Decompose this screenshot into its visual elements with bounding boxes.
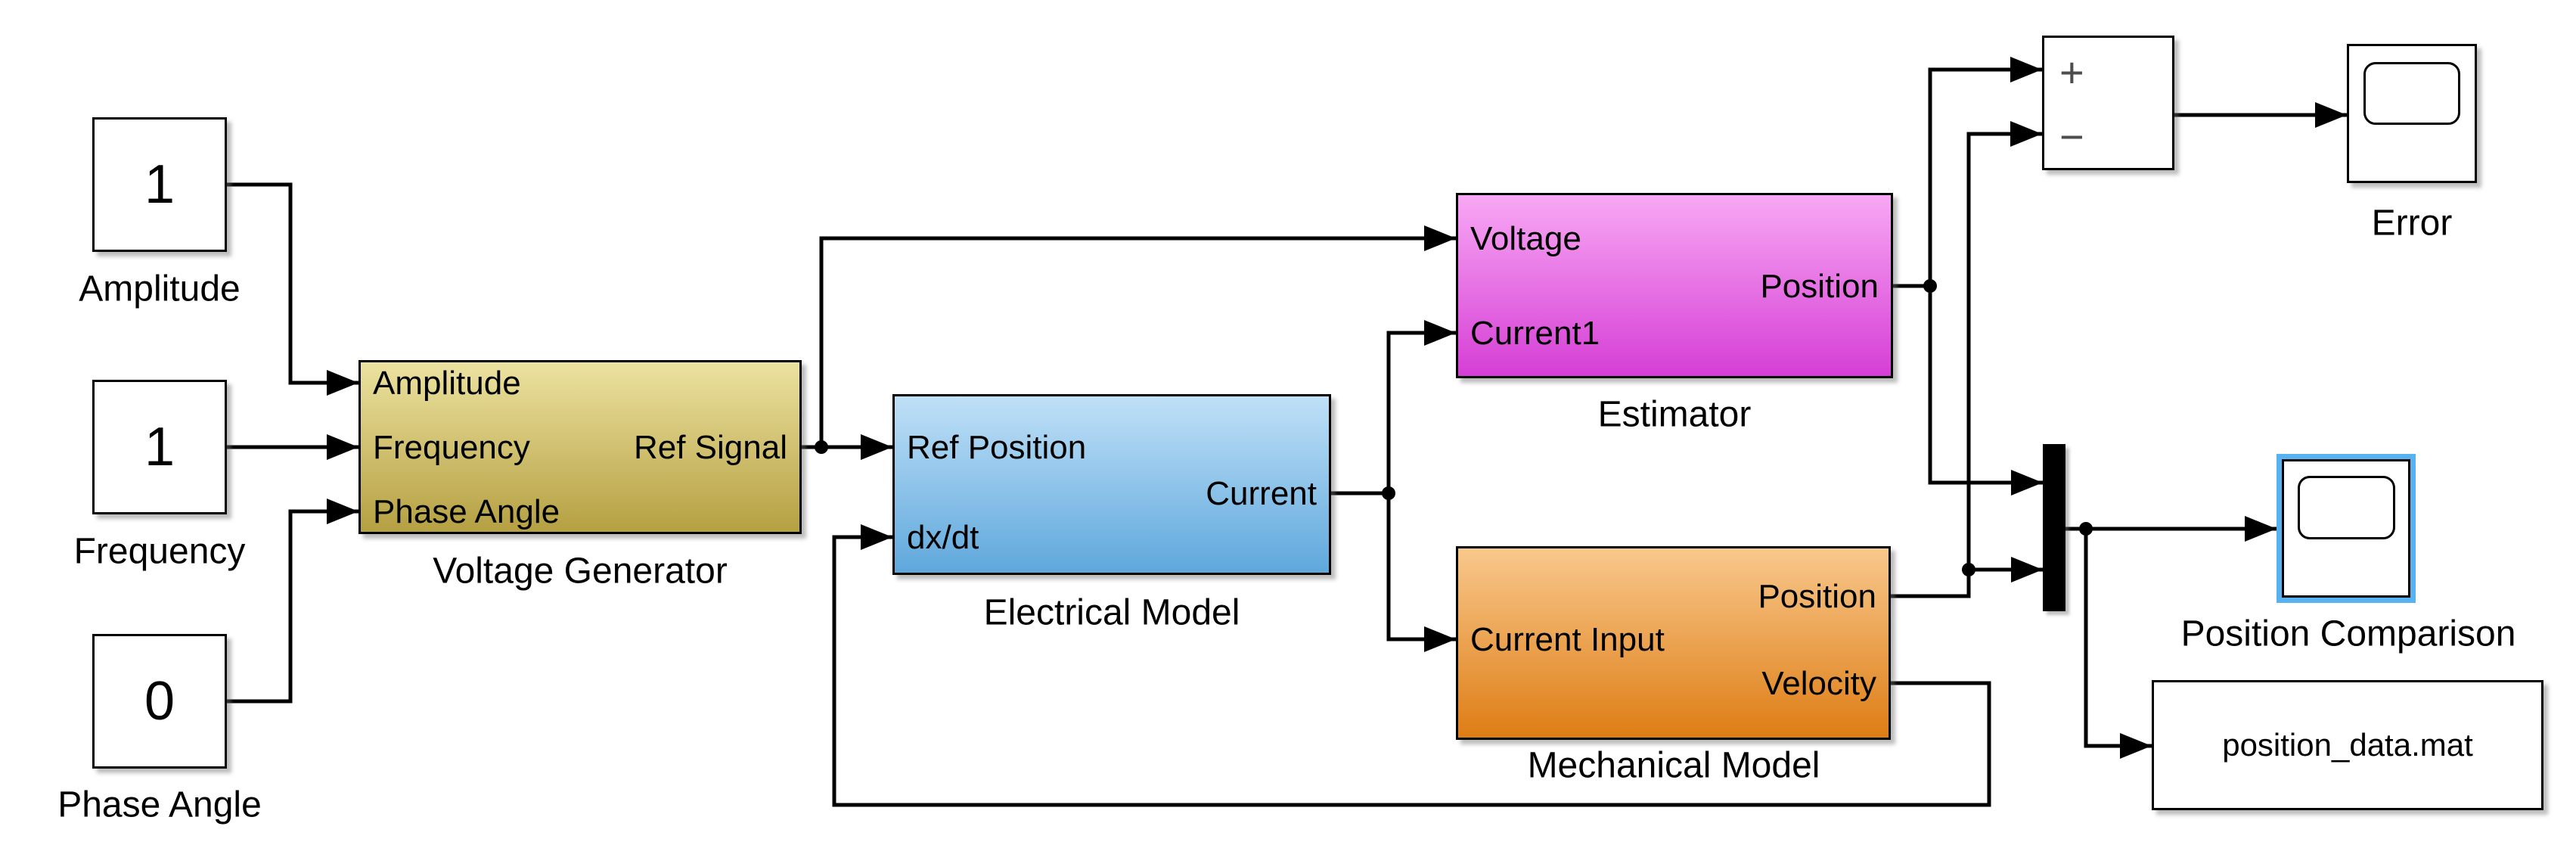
block-name-error: Error	[2371, 203, 2453, 244]
junction-dots	[815, 279, 2093, 576]
mux-block[interactable]	[2043, 444, 2065, 611]
wire-est-to-mux	[1928, 286, 2043, 485]
block-name-position-comparison: Position Comparison	[2180, 614, 2516, 654]
outport-label-position: Position	[1758, 578, 1876, 615]
wire-amplitude-const	[227, 182, 358, 385]
outport-label-ref-signal: Ref Signal	[633, 429, 787, 466]
inport-label-ref-position: Ref Position	[907, 429, 1087, 466]
scope-block-error[interactable]	[2347, 44, 2477, 183]
subsystem-estimator[interactable]: Voltage Current1 Position	[1456, 193, 1893, 378]
wire-velocity-feedback	[832, 535, 1991, 807]
outport-label-current: Current	[1206, 475, 1317, 512]
wire-mech-position	[1891, 132, 2042, 598]
inport-label-dxdt: dx/dt	[907, 519, 979, 556]
subsystem-voltage-generator[interactable]: Amplitude Frequency Phase Angle Ref Sign…	[358, 360, 802, 534]
wire-ref-to-voltage	[819, 236, 1456, 447]
block-name-estimator: Estimator	[1597, 394, 1752, 435]
wire-to-file	[2084, 529, 2152, 748]
inport-label-amplitude: Amplitude	[373, 365, 521, 402]
block-name-voltage-generator: Voltage Generator	[433, 551, 728, 592]
subsystem-electrical-model[interactable]: Ref Position dx/dt Current	[892, 394, 1331, 575]
wire-phase-const	[227, 509, 358, 704]
scope-selection-highlight	[2277, 454, 2416, 603]
scope-screen-icon	[2298, 476, 2395, 539]
sum-block[interactable]: + −	[2042, 36, 2174, 170]
sum-minus-sign: −	[2059, 113, 2084, 161]
constant-block-frequency[interactable]: 1	[92, 380, 227, 514]
inport-label-voltage: Voltage	[1470, 220, 1581, 257]
constant-value: 0	[144, 671, 175, 732]
outport-label-velocity: Velocity	[1761, 665, 1876, 702]
scope-screen-icon	[2363, 62, 2460, 125]
inport-label-frequency: Frequency	[373, 429, 530, 466]
scope-block-position-comparison[interactable]	[2282, 459, 2410, 598]
wire-current-down	[1386, 493, 1456, 642]
subsystem-mechanical-model[interactable]: Current Input Position Velocity	[1456, 546, 1891, 740]
wire-current-up	[1386, 331, 1456, 493]
constant-value: 1	[144, 417, 175, 477]
to-file-filename: position_data.mat	[2222, 727, 2473, 763]
arrowheads	[327, 57, 2347, 759]
to-file-block[interactable]: position_data.mat	[2152, 680, 2543, 810]
block-name-frequency: Frequency	[73, 531, 246, 572]
constant-block-amplitude[interactable]: 1	[92, 117, 227, 252]
inport-label-current1: Current1	[1470, 315, 1600, 352]
sum-plus-sign: +	[2059, 48, 2084, 97]
constant-value: 1	[144, 154, 175, 215]
block-name-amplitude: Amplitude	[79, 269, 241, 309]
wire-est-to-sum	[1928, 67, 2042, 286]
block-name-mechanical-model: Mechanical Model	[1527, 745, 1820, 786]
outport-label-position: Position	[1760, 268, 1879, 305]
inport-label-current-input: Current Input	[1470, 621, 1665, 658]
block-name-electrical-model: Electrical Model	[983, 592, 1240, 633]
constant-block-phase-angle[interactable]: 0	[92, 634, 227, 769]
block-name-phase-angle: Phase Angle	[57, 784, 262, 825]
inport-label-phase-angle: Phase Angle	[373, 493, 560, 530]
